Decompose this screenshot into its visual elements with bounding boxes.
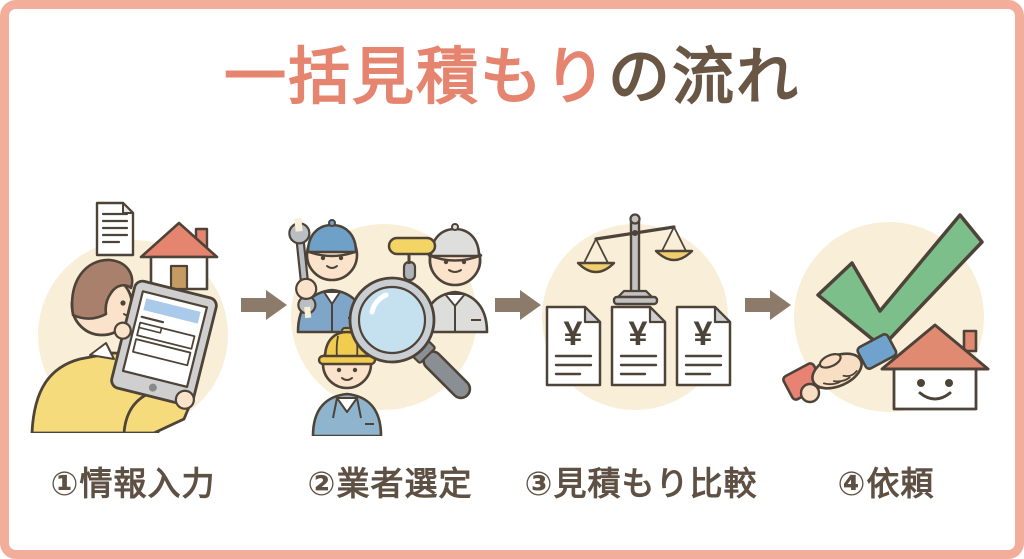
person-with-tablet-icon [30, 258, 218, 433]
title-suffix: の流れ [608, 43, 801, 112]
yen-symbol: ¥ [564, 315, 583, 353]
tablet-icon [110, 279, 218, 410]
collar [89, 342, 115, 360]
step2-illustration [288, 218, 489, 436]
quote-document-icon: ¥ [675, 305, 732, 387]
step-label-2: ②業者選定 [307, 465, 473, 502]
sleeve-blue [856, 333, 898, 370]
document-icon [95, 201, 135, 257]
quote-document-icon: ¥ [545, 305, 602, 387]
flow-arrow [495, 290, 541, 320]
title-highlight: 一括見積もり [223, 43, 608, 112]
balance-scale-icon [576, 213, 694, 306]
handshake-icon [782, 333, 898, 404]
paint-roller-worker-icon [387, 223, 489, 334]
hair [70, 258, 134, 320]
wrench-icon [288, 218, 318, 319]
step-label-4: ④依頼 [837, 465, 935, 502]
page-title: 一括見積もりの流れ [0, 42, 1024, 113]
step-label-3: ③見積もり比較 [524, 465, 758, 502]
step4-illustration [782, 213, 990, 412]
smiling-house-icon [880, 323, 990, 411]
yen-symbol: ¥ [694, 315, 713, 353]
house-icon [139, 221, 219, 291]
quote-document-icon: ¥ [610, 305, 667, 387]
yen-symbol: ¥ [629, 315, 648, 353]
flow-arrow [241, 290, 287, 320]
left-hand [113, 321, 132, 340]
step1-illustration [30, 201, 228, 433]
magnifying-glass-icon [348, 276, 472, 400]
flow-arrow [745, 290, 791, 320]
step-label-1: ①情報入力 [50, 465, 216, 502]
step3-illustration: ¥ ¥ ¥ [542, 213, 732, 410]
scale-pan-left [576, 261, 616, 274]
magnifier-lens [357, 285, 427, 355]
paint-roller-icon [387, 236, 437, 282]
scale-pan-right [654, 249, 694, 262]
right-hand [174, 389, 195, 410]
